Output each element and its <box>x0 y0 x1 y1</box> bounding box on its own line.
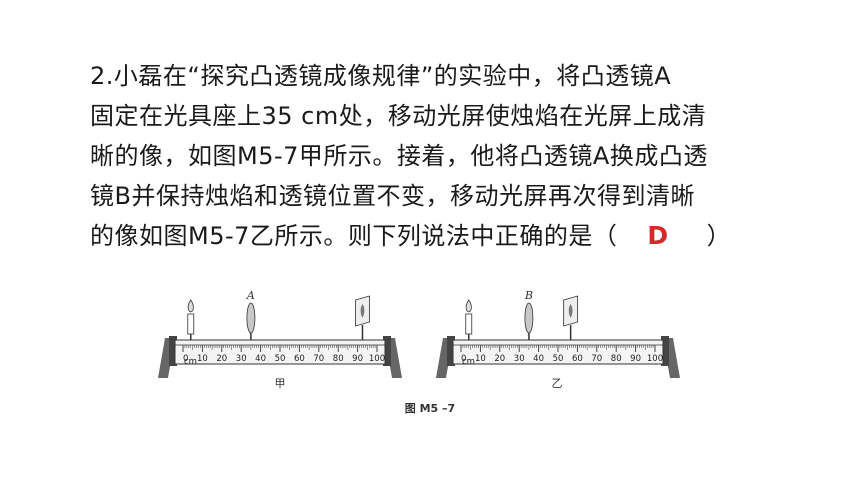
ruler-tick-label: 100 <box>647 354 663 364</box>
screen-image <box>568 304 573 318</box>
ruler-tick-label: 10 <box>475 354 486 364</box>
candle-flame <box>465 299 472 313</box>
bench-end-block <box>169 336 177 366</box>
bench-ruler <box>452 339 664 365</box>
optical-bench-right: 0 10 20 30 40 50 60 70 80 90 100 cm B <box>436 289 680 378</box>
ruler-tick-label: 30 <box>236 354 247 364</box>
question-line-4: 镜B并保持烛焰和透镜位置不变，移动光屏再次得到清晰 <box>90 182 695 210</box>
figure-svg: 0 10 20 30 40 50 60 70 80 90 100 cm A 0 10 20 30 40 50 60 7… <box>158 289 680 415</box>
lens-label: B <box>524 289 533 302</box>
convex-lens <box>524 302 534 334</box>
candle-body <box>187 313 195 335</box>
ruler-tick-label: 20 <box>216 354 227 364</box>
convex-lens <box>246 302 256 334</box>
candle-flame <box>187 299 194 313</box>
question-line-1: 2.小磊在“探究凸透镜成像规律”的实验中，将凸透镜A <box>90 62 672 90</box>
ruler-tick-label: 70 <box>313 354 324 364</box>
ruler-unit-label: cm <box>462 357 475 367</box>
ruler-tick-label: 10 <box>197 354 208 364</box>
lens-label: A <box>246 289 255 302</box>
bench-end-block <box>447 336 455 366</box>
ruler-tick-label: 0 <box>183 354 188 364</box>
ruler-tick-label: 40 <box>533 354 544 364</box>
ruler-tick-label: 90 <box>630 354 641 364</box>
ruler-tick-label: 30 <box>514 354 525 364</box>
ruler-tick-label: 50 <box>553 354 564 364</box>
figure-caption: 图 M5 –7 <box>405 402 455 415</box>
ruler-tick-label: 80 <box>333 354 344 364</box>
bench-end-block <box>661 336 669 366</box>
caption-left: 甲 <box>275 377 286 390</box>
ruler-tick-label: 70 <box>591 354 602 364</box>
ruler-tick-label: 100 <box>369 354 385 364</box>
ruler-tick-label: 50 <box>275 354 286 364</box>
ruler-tick-label: 20 <box>494 354 505 364</box>
screen-image <box>360 304 365 318</box>
question-text: 2.小磊在“探究凸透镜成像规律”的实验中，将凸透镜A 固定在光具座上35 cm处… <box>90 56 770 256</box>
ruler-tick-label: 0 <box>461 354 466 364</box>
question-line-5: 的像如图M5-7乙所示。则下列说法中正确的是（ D ） <box>90 216 770 256</box>
caption-right: 乙 <box>552 377 563 390</box>
question-line-3: 晰的像，如图M5-7甲所示。接着，他将凸透镜A换成凸透 <box>90 142 708 170</box>
optical-bench-figure: 0 10 20 30 40 50 60 70 80 90 100 cm A 0 10 20 30 40 50 60 7… <box>155 282 705 432</box>
ruler-unit-label: cm <box>184 357 197 367</box>
question-line-5-text: 的像如图M5-7乙所示。则下列说法中正确的是（ <box>90 222 618 250</box>
question-line-2: 固定在光具座上35 cm处，移动光屏使烛焰在光屏上成清 <box>90 102 707 130</box>
optical-bench-left: 0 10 20 30 40 50 60 70 80 90 100 cm A <box>158 289 402 378</box>
ruler-tick-label: 40 <box>255 354 266 364</box>
ruler-tick-label: 80 <box>611 354 622 364</box>
candle-body <box>465 313 473 335</box>
ruler-tick-label: 60 <box>294 354 305 364</box>
answer-choice: D <box>647 221 669 250</box>
bench-end-block <box>383 336 391 366</box>
closing-paren: ） <box>706 222 732 250</box>
ruler-tick-label: 60 <box>572 354 583 364</box>
ruler-tick-label: 90 <box>352 354 363 364</box>
